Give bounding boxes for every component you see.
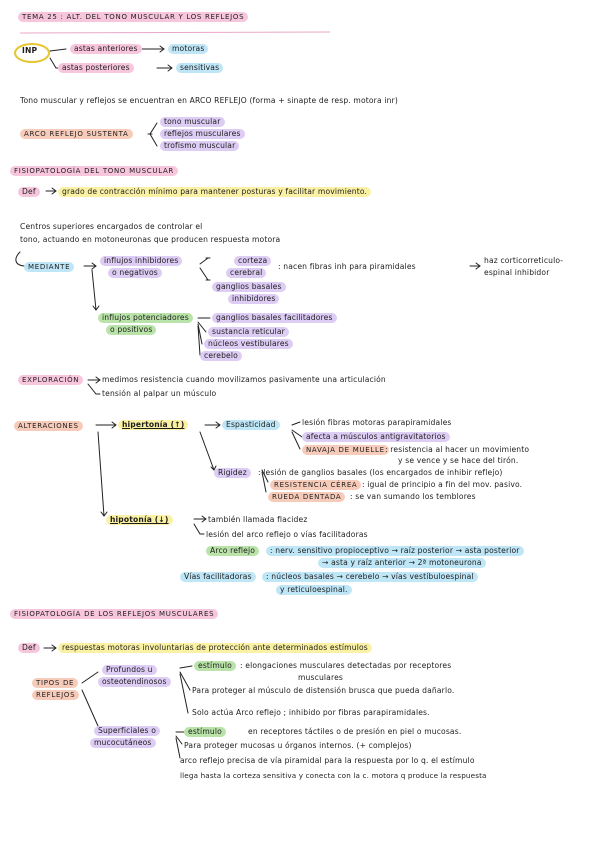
tipos-line-2: REFLEJOS <box>32 690 80 700</box>
centros-line-2: tono, actuando en motoneuronas que produ… <box>20 235 281 244</box>
prof-line-4: Solo actúa Arco reflejo ; inhibido por f… <box>192 708 430 717</box>
exploracion-line-1: medimos resistencia cuando movilizamos p… <box>102 375 386 384</box>
vias-label: Vías facilitadoras <box>180 572 256 582</box>
sup-line-4: arco reflejo precisa de vía piramidal pa… <box>180 756 475 765</box>
fac-item-2: sustancia reticular <box>208 327 289 337</box>
inp-ant-res: motoras <box>168 44 209 54</box>
arco-label: ARCO REFLEJO sustenta <box>20 129 133 139</box>
profundos-line-2: osteotendinosos <box>98 677 171 687</box>
arco-reflejo-text-2: → asta y raíz anterior → 2ª motoneurona <box>318 558 486 568</box>
arco-reflejo-text: : nerv. sensitivo propioceptivo → raíz p… <box>266 546 524 556</box>
navaja-text: : resistencia al hacer un movimiento <box>385 445 530 454</box>
corteza-line-2: cerebral <box>226 268 267 278</box>
inhib-line-2: o negativos <box>108 268 162 278</box>
prof-estimulo-1: : elongaciones musculares detectadas por… <box>240 661 452 670</box>
esp-line-1: lesión fibras motoras parapiramidales <box>302 418 452 427</box>
inp-ant: astas anteriores <box>70 44 142 54</box>
exploracion-line-2: tensión al palpar un músculo <box>102 389 217 398</box>
page-title: TEMA 25 : ALT. DEL TONO MUSCULAR Y LOS R… <box>18 12 249 22</box>
inp-label: INP <box>22 46 38 55</box>
vias-text-2: y reticuloespinal. <box>276 585 352 595</box>
vias-text: : núcleos basales → cerebelo → vías vest… <box>262 572 478 582</box>
inp-post: astas posteriores <box>58 63 134 73</box>
fac-item-3: núcleos vestibulares <box>204 339 293 349</box>
section-1-heading: FISIOPATOLOGÍA DEL TONO MUSCULAR <box>10 166 179 176</box>
estimulo-1-label: estímulo <box>194 661 236 671</box>
centros-line-1: Centros superiores encargados de control… <box>20 222 203 231</box>
fac-item-4: cerebelo <box>200 351 242 361</box>
poten-line-2: o positivos <box>106 325 157 335</box>
tono-intro: Tono muscular y reflejos se encuentran e… <box>20 96 398 105</box>
def-1-text: grado de contracción mínimo para mantene… <box>58 187 372 197</box>
poten-line-1: influjos potenciadores <box>98 313 193 323</box>
sup-estimulo: en receptores táctiles o de presión en p… <box>248 727 462 736</box>
section-2-heading: FISIOPATOLOGÍA DE LOS REFLEJOS MUSCULARE… <box>10 609 219 619</box>
espasticidad-label: Espasticidad <box>222 420 280 430</box>
prof-estimulo-2: musculares <box>298 673 344 682</box>
def-2-label: Def <box>18 643 40 653</box>
arco-reflejo-label: Arco reflejo <box>206 546 260 556</box>
profundos-line-1: Profundos u <box>102 665 157 675</box>
hipertonia-label: hipertonía (↑) <box>118 420 189 430</box>
def-2-text: respuestas motoras involuntarias de prot… <box>58 643 372 653</box>
inp-post-res: sensitivas <box>176 63 224 73</box>
inhib-line-1: influjos inhibidores <box>100 256 183 266</box>
fac-item-1: ganglios basales facilitadores <box>212 313 337 323</box>
haz-line-2: espinal inhibidor <box>484 268 550 277</box>
navaja-label: NAVAJA DE MUELLE <box>302 445 389 455</box>
rigidez-text: : lesión de ganglios basales (los encarg… <box>258 468 503 477</box>
ganglios-inh-2: inhibidores <box>228 294 280 304</box>
corteza-text: : nacen fibras inh para piramidales <box>278 262 416 271</box>
hipo-line-2: lesión del arco reflejo o vías facilitad… <box>206 530 368 539</box>
tipos-line-1: TIPOS DE <box>32 678 79 688</box>
exploracion-label: EXPLORACIÓN <box>18 375 84 385</box>
sup-line-5: llega hasta la corteza sensitiva y conec… <box>180 771 487 780</box>
esp-line-2: afecta a músculos antigravitatorios <box>302 432 450 442</box>
rigidez-label: Rigidez <box>214 468 251 478</box>
prof-line-3: Para proteger al músculo de distensión b… <box>192 686 455 695</box>
navaja-text-2: y se vence y se hace del tirón. <box>398 456 519 465</box>
haz-line-1: haz corticorreticulo- <box>484 256 564 265</box>
hipo-line-1: también llamada flacidez <box>208 515 308 524</box>
arco-item-1: tono muscular <box>160 117 225 127</box>
mediante-label: MEDIANTE <box>24 262 75 272</box>
hipotonia-label: hipotonía (↓) <box>106 515 173 525</box>
superficiales-line-1: Superficiales o <box>94 726 161 736</box>
rueda-text: : se van sumando los temblores <box>350 492 476 501</box>
arco-item-2: reflejos musculares <box>160 129 245 139</box>
cerea-text: : igual de principio a fin del mov. pasi… <box>362 480 523 489</box>
alteraciones-label: ALTERACIONES <box>14 421 83 431</box>
def-1-label: Def <box>18 187 40 197</box>
rueda-label: RUEDA DENTADA <box>268 492 346 502</box>
sup-line-3: Para proteger mucosas u órganos internos… <box>184 741 412 750</box>
ganglios-inh-1: ganglios basales <box>212 282 286 292</box>
inp-circle <box>14 43 50 63</box>
cerea-label: RESISTENCIA CÉREA <box>270 480 362 490</box>
arco-item-3: trofismo muscular <box>160 141 240 151</box>
estimulo-2-label: estímulo <box>184 727 226 737</box>
superficiales-line-2: mucocutáneos <box>90 738 156 748</box>
corteza-line-1: corteza <box>234 256 272 266</box>
